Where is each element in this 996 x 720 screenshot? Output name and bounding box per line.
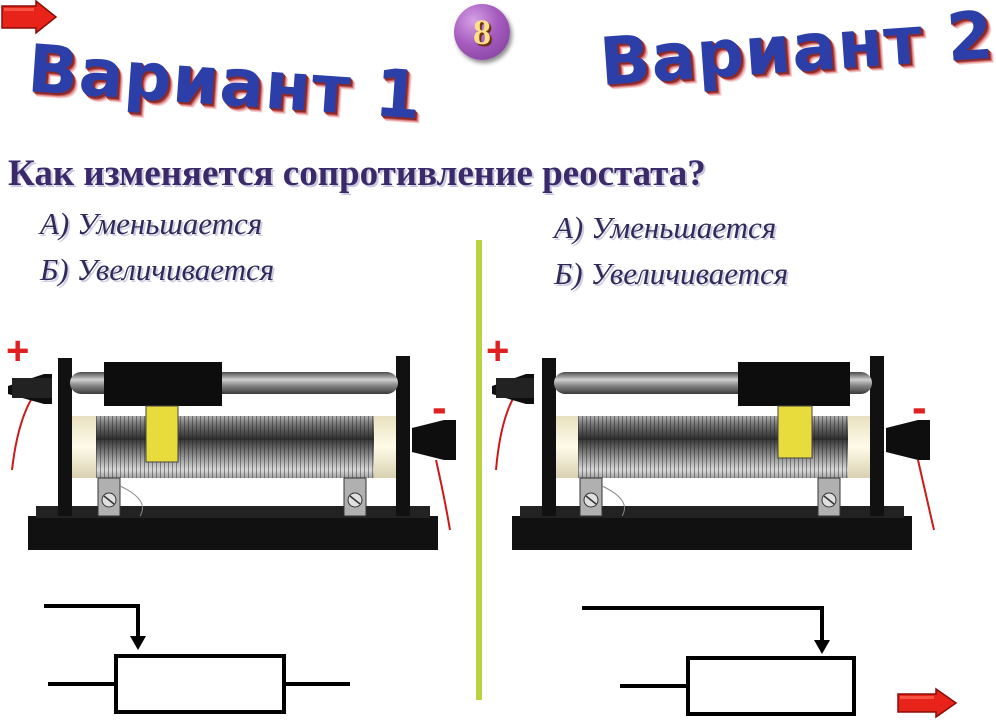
- divider-line: [476, 240, 482, 700]
- previous-slide-arrow-icon[interactable]: [0, 0, 58, 35]
- rheostat-2-illustration: + -: [486, 329, 935, 550]
- minus-terminal-label: -: [912, 383, 927, 432]
- question-text: Как изменяется сопротивление реостата?: [8, 153, 706, 194]
- variant-2-title: Вариант 2: [597, 0, 996, 101]
- variant-1-answer-b[interactable]: Б) Увеличивается: [40, 252, 275, 287]
- resistor-schematic-2: [582, 606, 856, 716]
- minus-terminal-label: -: [432, 383, 447, 432]
- resistor-schematic-1: [44, 604, 350, 714]
- plus-terminal-label: +: [6, 329, 29, 373]
- variant-1-answer-a[interactable]: А) Уменьшается: [40, 206, 263, 241]
- slide-number: 8: [473, 12, 491, 52]
- variant-2-answer-a[interactable]: А) Уменьшается: [554, 210, 777, 245]
- variant-2-answer-b[interactable]: Б) Увеличивается: [554, 256, 789, 291]
- plus-terminal-label: +: [486, 329, 509, 373]
- rheostat-1-illustration: + -: [6, 329, 456, 550]
- variant-1-title: Вариант 1: [25, 30, 425, 135]
- next-slide-arrow-icon[interactable]: [896, 687, 958, 719]
- slide-number-badge: 8: [454, 4, 510, 60]
